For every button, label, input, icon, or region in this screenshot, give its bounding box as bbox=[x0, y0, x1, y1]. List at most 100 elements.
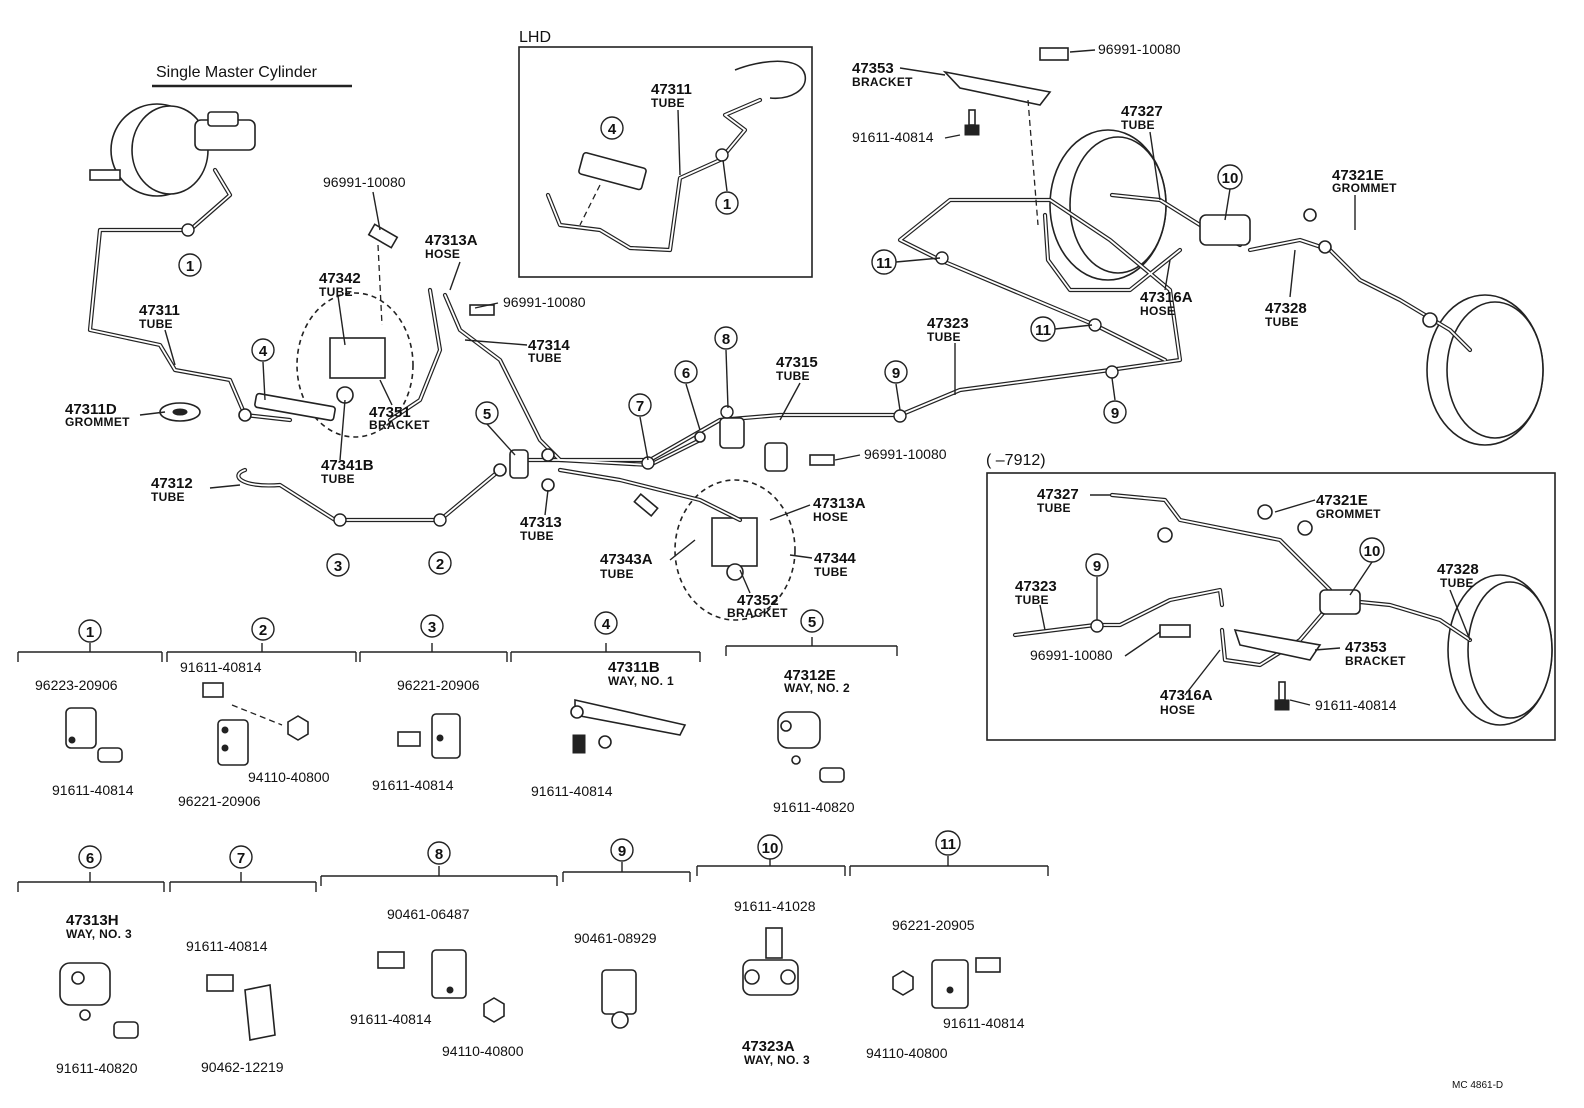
svg-text:2: 2 bbox=[436, 556, 444, 573]
group-callout-3: 3 bbox=[420, 614, 444, 638]
svg-text:11: 11 bbox=[1035, 322, 1051, 339]
callout-10: 10 bbox=[1217, 164, 1243, 190]
clamp-label-c2: 91611-40814 bbox=[52, 782, 134, 798]
clamp-label-c13: 91611-40820 bbox=[56, 1060, 138, 1076]
callout-9: 9 bbox=[884, 360, 908, 384]
label-p34: 91611-40814 bbox=[1315, 697, 1397, 713]
group-callout-4: 4 bbox=[594, 611, 618, 635]
brake-tube-inner bbox=[559, 469, 741, 521]
svg-text:47313: 47313 bbox=[520, 514, 562, 531]
front-brake-left bbox=[296, 292, 414, 438]
clamp-drawing-9 bbox=[601, 969, 637, 1029]
svg-text:47351: 47351 bbox=[369, 404, 411, 421]
svg-text:1: 1 bbox=[86, 624, 94, 641]
svg-text:47311: 47311 bbox=[651, 81, 692, 98]
label-p4: 96991-10080 bbox=[503, 294, 586, 310]
svg-text:47311D: 47311D bbox=[65, 401, 117, 418]
brake-tube bbox=[236, 467, 503, 523]
svg-text:1: 1 bbox=[723, 196, 731, 213]
clamp-label-c22: 96221-20905 bbox=[892, 917, 975, 933]
group-callout-1: 1 bbox=[78, 619, 102, 643]
group-bracket-9 bbox=[562, 862, 691, 882]
svg-text:TUBE: TUBE bbox=[151, 490, 185, 504]
group-callout-9: 9 bbox=[610, 838, 634, 862]
svg-text:10: 10 bbox=[1364, 543, 1381, 560]
lhd-booster bbox=[734, 60, 806, 100]
leader-dash-3 bbox=[579, 184, 601, 226]
master-cylinder-assembly bbox=[89, 103, 256, 197]
clamp-label-c1: 96223-20906 bbox=[35, 677, 118, 693]
svg-text:TUBE: TUBE bbox=[600, 567, 634, 581]
bolt-icon-top bbox=[964, 109, 980, 136]
svg-text:TUBE: TUBE bbox=[1121, 118, 1155, 132]
lhd-label: LHD bbox=[519, 29, 551, 46]
clamp-drawing-5 bbox=[777, 711, 845, 783]
svg-text:GROMMET: GROMMET bbox=[1316, 507, 1381, 521]
brake-tube-inner bbox=[1014, 589, 1223, 636]
clamp-drawing-3 bbox=[397, 713, 461, 759]
svg-text:TUBE: TUBE bbox=[814, 565, 848, 579]
group-callout-11: 11 bbox=[935, 830, 961, 856]
callout-4: 4 bbox=[251, 338, 275, 362]
callout-9b: 9 bbox=[1103, 400, 1127, 424]
svg-text:HOSE: HOSE bbox=[813, 510, 848, 524]
leader-dash-2 bbox=[1027, 99, 1039, 226]
svg-text:4: 4 bbox=[602, 616, 611, 633]
svg-text:2: 2 bbox=[259, 622, 267, 639]
svg-text:47323: 47323 bbox=[927, 315, 969, 332]
group-bracket-10 bbox=[696, 856, 846, 876]
clamp-drawing-1 bbox=[65, 707, 123, 763]
svg-text:BRACKET: BRACKET bbox=[1345, 654, 1406, 668]
group-bracket-2 bbox=[166, 643, 357, 662]
svg-text:TUBE: TUBE bbox=[1037, 501, 1071, 515]
clamp-label-c4: 94110-40800 bbox=[248, 769, 330, 785]
group-bracket-1 bbox=[17, 643, 163, 662]
svg-text:47352: 47352 bbox=[737, 592, 779, 609]
svg-text:TUBE: TUBE bbox=[319, 285, 353, 299]
svg-text:BRACKET: BRACKET bbox=[369, 418, 430, 432]
callout-3: 3 bbox=[326, 553, 350, 577]
range-frame bbox=[986, 472, 1556, 741]
clamp-label-c15: 90462-12219 bbox=[201, 1059, 284, 1075]
svg-text:TUBE: TUBE bbox=[1265, 315, 1299, 329]
svg-text:47328: 47328 bbox=[1437, 561, 1479, 578]
clamp-label-c9: 91611-40814 bbox=[531, 783, 613, 799]
svg-text:91611-40814: 91611-40814 bbox=[1315, 697, 1397, 713]
svg-text:47314: 47314 bbox=[528, 337, 570, 354]
svg-text:47311: 47311 bbox=[139, 302, 180, 319]
brake-tube-inner bbox=[444, 294, 701, 466]
clamp-label-c17: 91611-40814 bbox=[350, 1011, 432, 1027]
group-callout-8: 8 bbox=[427, 841, 451, 865]
svg-text:1: 1 bbox=[186, 258, 194, 275]
svg-text:47344: 47344 bbox=[814, 550, 856, 567]
group-bracket-7 bbox=[169, 872, 317, 892]
svg-text:47342: 47342 bbox=[319, 270, 361, 287]
clamp-label-c8: 47311B bbox=[608, 659, 660, 676]
clamp-drawing-6 bbox=[59, 962, 139, 1039]
callout-4b: 4 bbox=[600, 116, 624, 140]
clamp-drawing-7 bbox=[206, 974, 276, 1041]
svg-text:3: 3 bbox=[334, 558, 342, 575]
svg-text:4: 4 bbox=[608, 121, 617, 138]
group-callout-10: 10 bbox=[757, 834, 783, 860]
svg-text:7: 7 bbox=[636, 398, 644, 415]
callout-7: 7 bbox=[628, 393, 652, 417]
brake-tube-inner bbox=[519, 199, 1181, 461]
callout-6: 6 bbox=[674, 360, 698, 384]
svg-text:47316A: 47316A bbox=[1160, 687, 1213, 704]
